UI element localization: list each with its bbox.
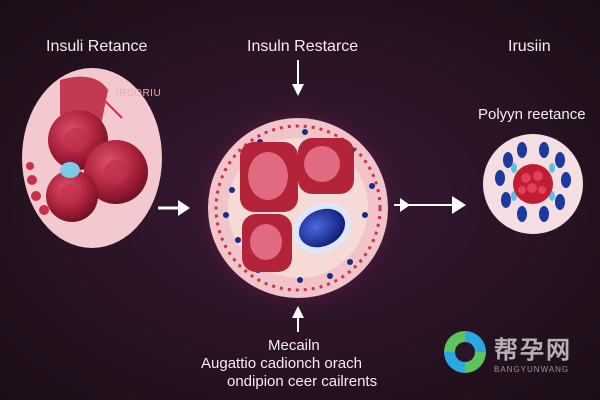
bottom-title: Mecailn [268,337,320,354]
right-subtitle: Polyyn reetance [478,106,586,123]
watermark-logo-icon [444,331,486,373]
middle-cell [186,96,410,320]
left-cell-cluster [22,68,162,248]
watermark-latin-text: BANGYUNWANG [494,365,570,374]
blue-particle-cluster [298,208,346,248]
watermark-chinese-text: 帮孕网 [494,337,572,364]
arrow-down-icon [292,60,304,96]
bottom-caption-line2: ondipion ceer cailrents [227,373,378,390]
right-title: Irusiin [508,38,551,55]
left-title: Insuli Retance [46,38,148,55]
insulin-molecule [60,162,80,178]
bottom-caption-line1: Augattio cadionch orach [201,355,362,372]
middle-title: Insuln Restarce [247,38,359,55]
right-cell [483,134,583,234]
arrow-right-icon [394,196,466,214]
arrow-up-icon [292,306,304,332]
watermark: 帮孕网 BANGYUNWANG [444,330,572,374]
small-label: IRSORIU [116,88,162,99]
arrow-right-icon [158,200,190,216]
